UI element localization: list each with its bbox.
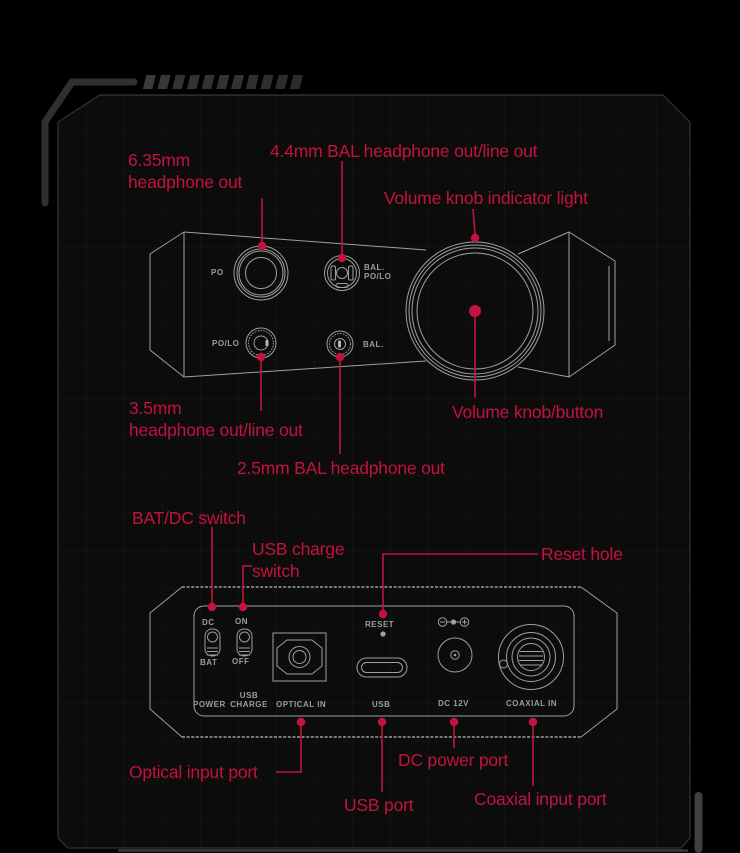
engraving-bal-polo: BAL. PO/LO <box>364 263 391 281</box>
dc-power-port <box>437 637 473 673</box>
callout-3-5mm-line2: headphone out/line out <box>129 420 303 440</box>
engraving-bal: BAL. <box>363 340 384 349</box>
engraving-bat: BAT <box>200 658 218 667</box>
callout-6-35mm: 6.35mm headphone out <box>128 149 242 193</box>
callout-3-5mm: 3.5mm headphone out/line out <box>129 397 303 441</box>
engraving-usb-charge-line2: CHARGE <box>230 700 268 709</box>
callout-reset-hole: Reset hole <box>541 544 623 564</box>
engraving-usb-charge-line1: USB <box>239 691 259 700</box>
callout-2-5mm: 2.5mm BAL headphone out <box>237 458 445 478</box>
usb-c-port <box>356 657 408 678</box>
engraving-power: POWER <box>193 700 226 709</box>
engraving-reset: RESET <box>365 620 395 629</box>
coaxial-port <box>498 624 564 690</box>
jack-6-35mm <box>233 245 289 301</box>
engraving-usb-charge: USB CHARGE <box>229 691 269 709</box>
callout-volume-knob: Volume knob/button <box>452 402 604 422</box>
engraving-po: PO <box>211 268 224 277</box>
callout-usb-port: USB port <box>344 795 414 815</box>
usb-charge-switch <box>236 628 253 657</box>
deco-side-bar <box>694 792 703 853</box>
dc-polarity-icon <box>437 617 470 627</box>
front-left-cap <box>149 231 185 378</box>
callout-bat-dc-switch: BAT/DC switch <box>132 508 246 528</box>
engraving-bal-polo-line1: BAL. <box>364 263 385 272</box>
callout-3-5mm-line1: 3.5mm <box>129 398 182 418</box>
callout-leaders <box>207 161 538 792</box>
engraving-dc: DC <box>202 618 215 627</box>
callout-optical-input: Optical input port <box>129 762 258 782</box>
engraving-bal-polo-line2: PO/LO <box>364 272 392 281</box>
deco-slant-bars <box>142 75 303 89</box>
engraving-polo: PO/LO <box>212 339 240 348</box>
power-switch <box>204 628 221 657</box>
front-right-cap <box>568 231 616 378</box>
optical-port <box>272 632 327 682</box>
callout-usb-charge-line2: switch <box>252 561 300 581</box>
callout-6-35mm-line2: headphone out <box>128 172 243 192</box>
reset-hole <box>380 631 386 637</box>
engraving-optical-in: OPTICAL IN <box>276 700 327 709</box>
callout-usb-charge-line1: USB charge <box>252 539 345 559</box>
callout-4-4mm: 4.4mm BAL headphone out/line out <box>270 141 538 161</box>
engraving-coaxial-in: COAXIAL IN <box>506 699 558 708</box>
callout-usb-charge-switch: USB charge switch <box>252 538 345 582</box>
engraving-usb: USB <box>372 700 391 709</box>
jack-4-4mm <box>324 255 360 291</box>
engraving-dc-12v: DC 12V <box>438 699 470 708</box>
rear-face <box>193 605 575 717</box>
engraving-on: ON <box>235 617 248 626</box>
deco-corner-hook <box>41 78 138 207</box>
engraving-off: OFF <box>232 657 250 666</box>
callout-6-35mm-line1: 6.35mm <box>128 150 191 170</box>
callout-dc-power-port: DC power port <box>398 750 509 770</box>
callout-indicator-light: Volume knob indicator light <box>384 188 588 208</box>
callout-coaxial-input: Coaxial input port <box>474 789 607 809</box>
